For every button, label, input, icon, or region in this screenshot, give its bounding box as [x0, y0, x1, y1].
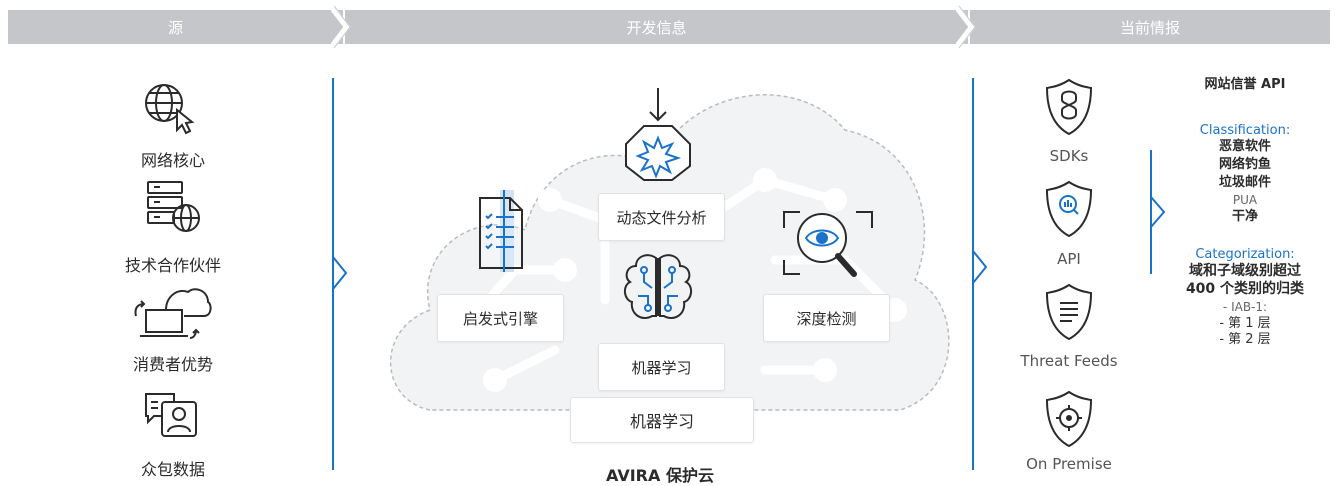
product-label-api: API [1057, 250, 1081, 268]
product-label-threat-feeds: Threat Feeds [1020, 352, 1118, 370]
classification-phishing: 网络钓鱼 [1218, 157, 1271, 172]
header-dev-label: 开发信息 [626, 18, 687, 37]
source-label-crowd: 众包数据 [140, 460, 205, 479]
header-chevron-1 [331, 6, 351, 48]
source-label-consumer: 消费者优势 [132, 355, 213, 374]
product-label-sdks: SDKs [1049, 147, 1089, 165]
header-current-label: 当前情报 [1119, 18, 1180, 37]
divider-right-arrow [972, 250, 988, 284]
categorization-tier2: - 第 2 层 [1219, 332, 1271, 347]
categorization-tier1: - 第 1 层 [1219, 316, 1271, 331]
box-dynamic-analysis: 动态文件分析 [598, 193, 725, 241]
reputation-title: 网站信誉 API [1204, 77, 1286, 92]
box-ml-inner: 机器学习 [598, 343, 725, 391]
categorization-line1: 域和子域级别超过 [1189, 263, 1301, 279]
divider-left [332, 78, 334, 470]
header-dev: 开发信息 [345, 10, 968, 44]
eye-magnifier-icon [783, 211, 873, 277]
sdk-shield-icon [1045, 78, 1093, 136]
product-label-on-premise: On Premise [1026, 455, 1112, 473]
source-label-partners: 技术合作伙伴 [124, 256, 221, 275]
source-label-network: 网络核心 [140, 151, 205, 170]
header-source: 源 [8, 10, 343, 44]
classification-heading: Classification: [1199, 123, 1291, 138]
reputation-bracket [1150, 150, 1152, 274]
classification-malware: 恶意软件 [1218, 139, 1271, 154]
box-ml-outer: 机器学习 [570, 397, 754, 443]
explosion-octagon-icon [625, 88, 691, 181]
categorization-iab: - IAB-1: [1222, 300, 1268, 314]
box-deep-inspection: 深度检测 [763, 294, 890, 342]
server-globe-icon [147, 181, 200, 232]
classification-spam: 垃圾邮件 [1218, 175, 1271, 190]
header-source-label: 源 [167, 18, 183, 37]
classification-clean: 干净 [1231, 209, 1258, 224]
threat-feeds-shield-icon [1045, 283, 1093, 341]
divider-left-arrow [332, 256, 348, 290]
box-heuristic-engine: 启发式引擎 [437, 294, 564, 342]
classification-pua: PUA [1232, 193, 1258, 207]
categorization-heading: Categorization: [1195, 247, 1295, 262]
crowd-chat-icon [145, 393, 197, 437]
brain-circuit-icon [624, 254, 692, 320]
reputation-bracket-arrow [1150, 196, 1166, 228]
header-current: 当前情报 [970, 10, 1330, 44]
api-shield-icon [1045, 180, 1093, 238]
document-checklist-icon [479, 190, 523, 272]
divider-right [972, 78, 974, 470]
laptop-cloud-icon [134, 288, 212, 339]
header-chevron-2 [956, 6, 976, 48]
on-premise-shield-icon [1045, 390, 1093, 448]
globe-cursor-icon [145, 84, 195, 135]
categorization-line2: 400 个类别的归类 [1185, 281, 1305, 297]
cloud-footer-label: AVIRA 保护云 [606, 466, 714, 485]
